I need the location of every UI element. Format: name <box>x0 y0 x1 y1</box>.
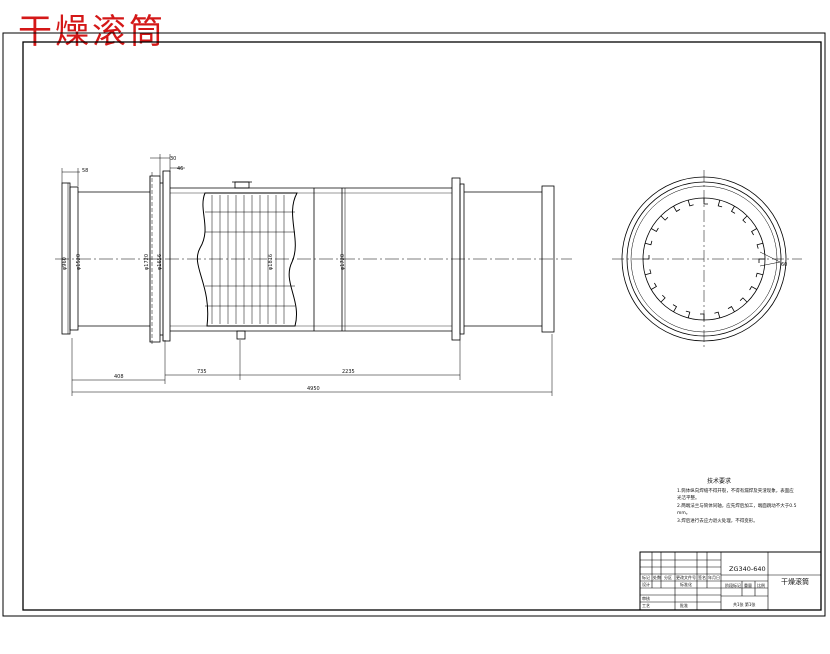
part-name: 干燥滚筒 <box>781 577 809 586</box>
lifting-flight <box>651 227 659 233</box>
dim-30: 30 <box>170 156 176 162</box>
title-block <box>639 551 822 611</box>
lifting-flight <box>643 255 650 260</box>
notes-line-2b: mm。 <box>677 511 690 516</box>
tb-date: 年月日 <box>708 574 720 580</box>
dim-46: 46 <box>177 166 183 172</box>
right-flange-2 <box>459 183 465 335</box>
tb-sheet-info: 共1张 第1张 <box>733 601 755 607</box>
lifting-flight <box>727 306 735 312</box>
tb-stage: 阶段标记 <box>725 582 741 588</box>
drawing-number: ZG340-640 <box>729 565 766 573</box>
lifting-flight <box>703 198 708 205</box>
lifting-flight <box>755 272 764 278</box>
tb-sign: 签名 <box>698 574 706 580</box>
lifting-flight <box>749 285 757 291</box>
dim-phi-shell-b: φ1720 <box>340 254 346 270</box>
lifting-flight <box>672 304 678 312</box>
tb-design: 设计 <box>642 581 650 587</box>
dim-4950: 4950 <box>307 386 320 392</box>
lifting-flight <box>644 240 653 246</box>
lifting-flight <box>742 215 748 224</box>
tb-change: 更改文件号 <box>676 574 696 580</box>
dim-60: 60 <box>781 262 787 268</box>
drawing-title-banner: 干燥滚筒 <box>18 12 166 52</box>
lifting-flight <box>730 206 736 214</box>
notes-line-2a: 2.两端法兰与筒体同轴，应先焊后加工，端面跳动不大于0.5 <box>677 502 797 509</box>
lifting-flight <box>660 215 669 221</box>
dim-phi-left-inner: φ1520 <box>76 254 82 270</box>
lifting-flight <box>673 206 681 212</box>
title-block-texts: ZG340-640 干燥滚筒 标记 处数 分区 更改文件号 签名 年月日 设计 … <box>642 565 809 608</box>
dim-2235: 2235 <box>342 369 355 375</box>
lifting-flight <box>685 310 691 319</box>
end-view-ring-3 <box>630 185 778 333</box>
tb-scale: 比例 <box>757 582 765 588</box>
left-end-lip <box>69 186 79 331</box>
lifting-flight <box>687 199 694 207</box>
tb-mark: 标记 <box>642 574 650 580</box>
right-end-ring <box>541 185 555 333</box>
side-dimension-texts: 58 30 46 408 735 2235 4950 φ960 φ1520 φ1… <box>62 156 355 392</box>
notes-heading: 技术要求 <box>707 477 731 485</box>
dim-58: 58 <box>82 168 88 174</box>
notes-line-3: 3.焊后进行去应力退火处理，不得变形。 <box>677 517 758 524</box>
dim-735: 735 <box>197 369 207 375</box>
bottom-bracket <box>236 330 246 340</box>
dim-408: 408 <box>114 374 124 380</box>
technical-notes: 技术要求 1.筒体纵向焊缝不得开裂，不得有漏焊及夹渣现象，表面应 光洁平整。 2… <box>677 477 797 524</box>
break-out-section <box>196 192 298 327</box>
lifting-flight <box>717 199 723 208</box>
tb-process: 工艺 <box>642 603 650 608</box>
outer-border <box>2 32 826 617</box>
lifting-flight <box>756 242 764 249</box>
lifting-flight <box>714 311 721 319</box>
lifting-flight <box>651 282 657 290</box>
tb-check: 审核 <box>642 595 650 601</box>
lifting-flight <box>660 294 666 303</box>
notes-line-1b: 光洁平整。 <box>677 494 700 501</box>
end-view-ring-2 <box>626 181 782 337</box>
lifting-flight <box>739 297 748 303</box>
left-flange-2 <box>162 170 171 342</box>
end-view <box>612 170 802 348</box>
tb-std: 标准化 <box>680 581 692 587</box>
end-view-outer-ring <box>621 176 787 342</box>
dim-phi-shell-a: φ1816 <box>268 254 274 270</box>
dim-phi-left-outer: φ960 <box>62 257 68 270</box>
lifting-flight <box>751 228 757 236</box>
tb-weight: 重量 <box>744 582 752 588</box>
lifting-flight <box>700 313 705 320</box>
lifting-flight <box>758 258 765 263</box>
side-view-dimensions <box>61 154 553 396</box>
tb-zone: 分区 <box>664 574 672 580</box>
notes-line-1a: 1.筒体纵向焊缝不得开裂，不得有漏焊及夹渣现象，表面应 <box>677 487 794 494</box>
tb-count: 处数 <box>653 574 661 580</box>
dim-phi-flange: φ1720 <box>144 254 150 270</box>
end-view-flights <box>643 198 765 320</box>
dim-phi-flange2: φ1656 <box>157 254 163 270</box>
inner-frame <box>22 41 822 611</box>
lifting-flight <box>644 269 652 276</box>
tb-approve: 批准 <box>680 602 688 608</box>
top-nozzle <box>234 181 250 189</box>
lifting-flights <box>205 195 295 324</box>
side-view <box>55 170 572 346</box>
